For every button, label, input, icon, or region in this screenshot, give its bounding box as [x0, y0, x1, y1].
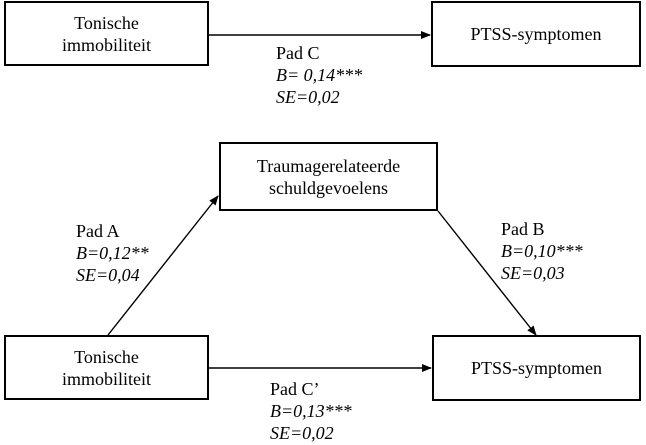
path-c-prime-name: Pad C’ [270, 379, 320, 399]
path-c-label: Pad C B= 0,14*** SE=0,02 [276, 42, 362, 108]
top-ptss-box: PTSS-symptomen [431, 1, 641, 67]
bottom-ptss-box: PTSS-symptomen [432, 335, 641, 401]
path-c-prime-se: SE=0,02 [270, 423, 334, 443]
mediator-guilt-label: Traumagerelateerde schuldgevoelens [256, 155, 401, 198]
bottom-tonic-immobility-label: Tonische immobiliteit [62, 346, 151, 389]
path-b-se: SE=0,03 [501, 263, 565, 283]
path-a-label: Pad A B=0,12** SE=0,04 [76, 220, 149, 286]
top-tonic-immobility-box: Tonische immobiliteit [4, 1, 209, 66]
path-c-prime-b: B=0,13*** [270, 401, 352, 421]
path-a-se: SE=0,04 [76, 265, 140, 285]
path-c-name: Pad C [276, 43, 320, 63]
path-c-se: SE=0,02 [276, 87, 340, 107]
path-a-b: B=0,12** [76, 243, 149, 263]
path-b-b: B=0,10*** [501, 241, 583, 261]
path-b-label: Pad B B=0,10*** SE=0,03 [501, 218, 583, 284]
path-a-name: Pad A [76, 221, 120, 241]
bottom-tonic-immobility-box: Tonische immobiliteit [4, 335, 209, 400]
path-b-name: Pad B [501, 219, 545, 239]
mediator-guilt-box: Traumagerelateerde schuldgevoelens [219, 142, 438, 211]
path-c-prime-label: Pad C’ B=0,13*** SE=0,02 [270, 378, 352, 444]
top-ptss-label: PTSS-symptomen [470, 24, 602, 44]
path-c-b: B= 0,14*** [276, 65, 363, 85]
arrow-path-b [437, 210, 537, 336]
top-tonic-immobility-label: Tonische immobiliteit [62, 12, 151, 55]
bottom-ptss-label: PTSS-symptomen [470, 358, 603, 378]
arrow-path-a [107, 195, 219, 336]
